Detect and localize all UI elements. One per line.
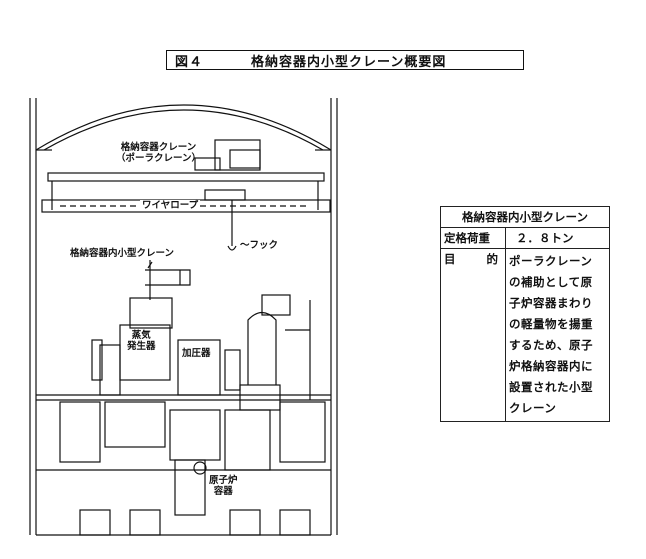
purpose-line: ポーラクレーン (509, 254, 593, 268)
polar-crane-label: 格納容器クレーン （ポーラクレーン） (116, 142, 201, 164)
steam-generator-label: 蒸気 発生器 (127, 330, 156, 352)
rated-load-key: 定格荷重 (440, 227, 506, 249)
lower-structure (36, 509, 331, 536)
purpose-line: 設置された小型 (509, 380, 593, 394)
small-crane-label: 格納容器内小型クレーン (70, 248, 175, 259)
polar-crane-label-line2: （ポーラクレーン） (116, 153, 202, 164)
figure-title-box: 図４ 格納容器内小型クレーン概要図 (166, 50, 524, 70)
reactor-vessel-label-line2: 容器 (213, 486, 233, 497)
figure-number: 図４ (175, 54, 204, 70)
steam-generator-label-line1: 蒸気 (131, 330, 151, 341)
purpose-value: ポーラクレーン の補助として原 子炉容器まわり の軽量物を揚重 するため、原子 … (505, 248, 610, 422)
polar-crane-girder (41, 172, 331, 251)
polar-crane-label-line1: 格納容器クレーン (120, 142, 197, 153)
purpose-key-char2: 的 (486, 252, 499, 266)
right-tank (239, 294, 311, 411)
purpose-line: 子炉容器まわり (509, 296, 593, 310)
containment-walls (29, 98, 338, 535)
info-table-header: 格納容器内小型クレーン (440, 206, 610, 228)
purpose-line: の補助として原 (509, 275, 593, 289)
purpose-key-char1: 目 (444, 252, 456, 266)
small-crane-leader (147, 261, 153, 269)
purpose-line: クレーン (509, 401, 557, 415)
figure-title: 格納容器内小型クレーン概要図 (251, 54, 447, 70)
reactor-vessel (174, 459, 207, 516)
reactor-vessel-label-line1: 原子炉 (209, 475, 238, 486)
rated-load-value: ２．８トン (505, 227, 610, 249)
purpose-line: の軽量物を揚重 (509, 317, 593, 331)
pressurizer-label: 加圧器 (182, 348, 211, 359)
small-crane (129, 260, 191, 329)
hook-label: ～フック (240, 240, 279, 251)
purpose-line: 炉格納容器内に (509, 359, 593, 373)
hook-label-text: フック (249, 240, 279, 251)
reactor-vessel-label: 原子炉 容器 (209, 475, 238, 497)
purpose-key-cell: 目 的 (440, 248, 506, 422)
operating-floor (36, 394, 331, 471)
steam-generator-label-line2: 発生器 (127, 341, 156, 352)
wire-rope-label: ワイヤロープ (140, 200, 201, 211)
polar-crane-trolley (194, 139, 261, 171)
crane-info-table: 格納容器内小型クレーン 定格荷重 ２．８トン 目 的 ポーラクレーン の補助とし… (440, 206, 610, 422)
purpose-line: するため、原子 (509, 338, 593, 352)
